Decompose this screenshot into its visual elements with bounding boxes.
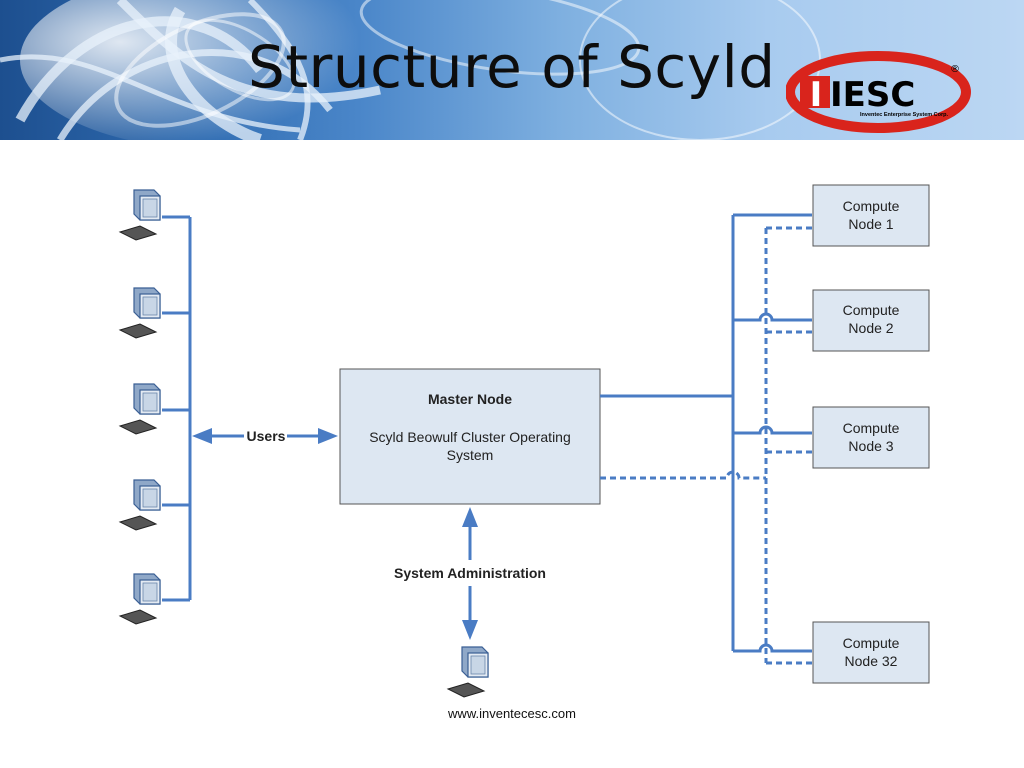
- users-arrow: [192, 428, 338, 444]
- compute-node-label-line1: Compute: [843, 635, 900, 651]
- compute-node-1-box: Compute Node 1: [812, 184, 930, 247]
- primary-network-lines: [600, 213, 812, 653]
- user-workstation-icon: [119, 189, 161, 241]
- user-workstation-icon: [119, 573, 161, 625]
- master-node-title: Master Node: [428, 391, 512, 407]
- footer-url: www.inventecesc.com: [0, 706, 1024, 721]
- compute-node-label-line1: Compute: [843, 420, 900, 436]
- users-bus: [162, 215, 192, 602]
- master-node-box: Master Node Scyld Beowulf Cluster Operat…: [339, 368, 601, 505]
- secondary-network-lines: [600, 226, 812, 665]
- svg-text:I: I: [810, 75, 823, 115]
- master-node-desc-line2: System: [447, 447, 494, 463]
- compute-node-label-line2: Node 1: [848, 216, 893, 232]
- footer-url-text: www.inventecesc.com: [448, 706, 576, 721]
- user-workstation-icon: [119, 479, 161, 531]
- sysadmin-label: System Administration: [394, 565, 546, 581]
- logo-wordmark: IESC: [830, 75, 915, 115]
- title-banner: Structure of Scyld I IESC ® Inventec Ent…: [0, 0, 1024, 140]
- banner-swirl-art: [0, 0, 821, 140]
- master-node-desc-line1: Scyld Beowulf Cluster Operating: [369, 429, 571, 445]
- compute-node-label-line2: Node 3: [848, 438, 893, 454]
- compute-node-label-line2: Node 32: [845, 653, 898, 669]
- compute-node-label-line2: Node 2: [848, 320, 893, 336]
- compute-node-2-box: Compute Node 2: [812, 289, 930, 352]
- compute-node-32-box: Compute Node 32: [812, 621, 930, 684]
- compute-node-3-box: Compute Node 3: [812, 406, 930, 469]
- user-workstation-icon: [119, 383, 161, 435]
- user-workstation-icon: [119, 287, 161, 339]
- compute-node-label-line1: Compute: [843, 198, 900, 214]
- slide-title: Structure of Scyld: [248, 33, 776, 101]
- iesc-logo: I IESC ® Inventec Enterprise System Corp…: [786, 51, 971, 133]
- sysadmin-arrow: [462, 507, 478, 640]
- logo-tagline: Inventec Enterprise System Corp.: [860, 112, 949, 118]
- admin-workstation-icon: [447, 646, 489, 698]
- registered-mark: ®: [950, 64, 960, 75]
- users-label: Users: [247, 428, 286, 444]
- compute-node-label-line1: Compute: [843, 302, 900, 318]
